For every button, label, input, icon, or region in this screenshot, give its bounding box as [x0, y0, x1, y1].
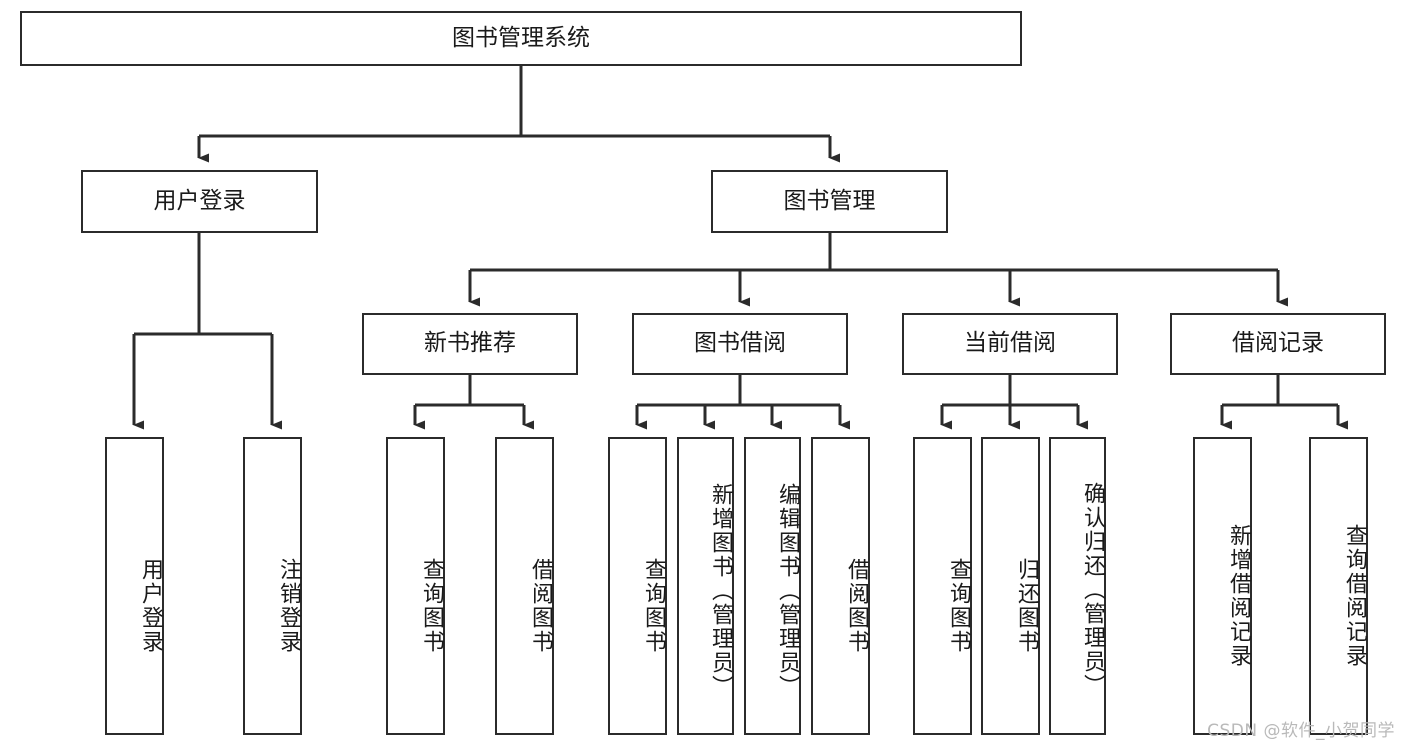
- node-root-book-management-system[interactable]: 图书管理系统: [20, 11, 1022, 66]
- node-label: 查询图书: [946, 558, 971, 654]
- node-book-borrow[interactable]: 图书借阅: [632, 313, 848, 375]
- leaf-borrow-book-recommend[interactable]: 借阅图书: [495, 437, 554, 735]
- node-label: 借阅图书: [528, 558, 553, 654]
- node-label: 确认归还（管理员）: [1080, 482, 1105, 698]
- node-book-management[interactable]: 图书管理: [711, 170, 948, 233]
- leaf-add-book-admin[interactable]: 新增图书（管理员）: [677, 437, 734, 735]
- node-new-book-recommend[interactable]: 新书推荐: [362, 313, 578, 375]
- leaf-query-book-borrow[interactable]: 查询图书: [608, 437, 667, 735]
- leaf-confirm-return-admin[interactable]: 确认归还（管理员）: [1049, 437, 1106, 735]
- leaf-edit-book-admin[interactable]: 编辑图书（管理员）: [744, 437, 801, 735]
- node-label: 借阅记录: [1232, 330, 1324, 357]
- leaf-query-book-current[interactable]: 查询图书: [913, 437, 972, 735]
- node-label: 用户登录: [153, 187, 246, 214]
- leaf-query-borrow-record[interactable]: 查询借阅记录: [1309, 437, 1368, 735]
- leaf-return-book[interactable]: 归还图书: [981, 437, 1040, 735]
- node-label: 查询图书: [641, 558, 666, 654]
- leaf-logout-login[interactable]: 注销登录: [243, 437, 302, 735]
- node-label: 图书借阅: [694, 330, 786, 357]
- node-label: 借阅图书: [844, 558, 869, 654]
- node-label: 查询图书: [419, 558, 444, 654]
- node-label: 查询借阅记录: [1342, 524, 1367, 668]
- node-label: 新增图书（管理员）: [708, 483, 733, 699]
- node-label: 用户登录: [138, 558, 163, 654]
- node-label: 注销登录: [276, 558, 301, 654]
- node-borrow-record[interactable]: 借阅记录: [1170, 313, 1386, 375]
- node-label: 编辑图书（管理员）: [775, 483, 800, 699]
- leaf-borrow-book-action[interactable]: 借阅图书: [811, 437, 870, 735]
- node-label: 归还图书: [1014, 558, 1039, 654]
- csdn-watermark: CSDN @软件_小贺同学: [1207, 721, 1395, 741]
- node-label: 图书管理系统: [452, 24, 590, 51]
- leaf-query-book-recommend[interactable]: 查询图书: [386, 437, 445, 735]
- node-label: 图书管理: [783, 187, 876, 214]
- leaf-user-login[interactable]: 用户登录: [105, 437, 164, 735]
- node-label: 新书推荐: [424, 330, 516, 357]
- node-label: 新增借阅记录: [1226, 524, 1251, 668]
- node-current-borrow[interactable]: 当前借阅: [902, 313, 1118, 375]
- leaf-add-borrow-record[interactable]: 新增借阅记录: [1193, 437, 1252, 735]
- node-label: 当前借阅: [964, 330, 1056, 357]
- node-user-login[interactable]: 用户登录: [81, 170, 318, 233]
